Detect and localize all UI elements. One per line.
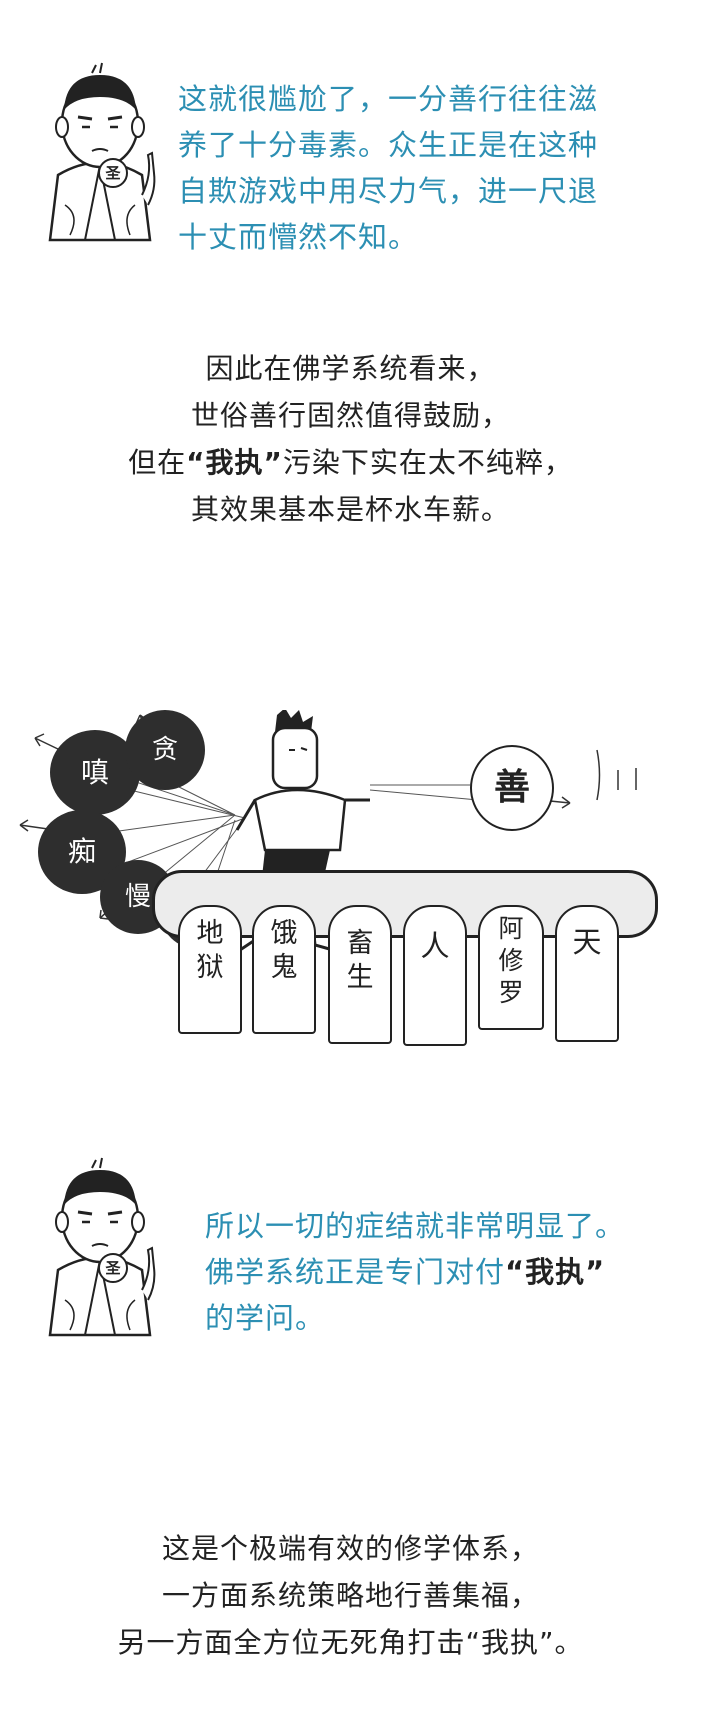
bold-term: “我执” <box>186 446 283 479</box>
monk-character-2 <box>30 1150 170 1340</box>
speech-line: 自欺游戏中用尽力气，进一尺退 <box>178 174 599 208</box>
tombstone-char: 地 <box>196 918 224 949</box>
speech-line: 所以一切的症结就非常明显了。 <box>205 1209 626 1243</box>
speech-line-2: 佛学系统正是专门对付“我执” <box>205 1249 685 1295</box>
tombstone-char: 饿 <box>270 918 298 949</box>
tombstone-char: 鬼 <box>270 952 298 983</box>
paragraph-line: 因此在佛学系统看来， <box>205 352 496 385</box>
paragraph-2: 这是个极端有效的修学体系， 一方面系统策略地行善集福， 另一方面全方位无死角打击… <box>0 1525 701 1666</box>
tombstone-char: 生 <box>346 962 374 993</box>
text-fragment: 但在 <box>128 446 187 479</box>
tombstone-char: 狱 <box>196 952 224 983</box>
tombstone-char: 修 <box>498 946 524 975</box>
paragraph-line: 一方面系统策略地行善集福， <box>161 1579 539 1612</box>
speech-text-2: 所以一切的症结就非常明显了。 佛学系统正是专门对付“我执” 的学问。 <box>205 1203 685 1341</box>
tombstone-char: 人 <box>420 929 450 963</box>
monk-badge-2: 圣 <box>98 1253 128 1283</box>
speech-text-1: 这就很尴尬了，一分善行往往滋 养了十分毒素。众生正是在这种 自欺游戏中用尽力气，… <box>178 76 658 260</box>
illustration-treadmill: 嗔 贪 痴 慢 疑 善 地 狱 饿 鬼 畜 生 人 阿 修 罗 天 <box>0 690 701 1130</box>
text-fragment: 佛学系统正是专门对付 <box>205 1255 506 1289</box>
paragraph-line: 其效果基本是杯水车薪。 <box>190 493 510 526</box>
text-fragment: 污染下实在太不纯粹， <box>282 446 573 479</box>
monk-badge-1: 圣 <box>98 158 128 188</box>
tombstone-hungry-ghost: 饿 鬼 <box>252 905 316 1034</box>
monk-character-1 <box>30 55 170 245</box>
tombstone-char: 阿 <box>498 914 524 943</box>
paragraph-line: 另一方面全方位无死角打击“我执”。 <box>117 1626 584 1659</box>
balloon-greed: 贪 <box>125 710 205 790</box>
tombstone-hell: 地 狱 <box>178 905 242 1034</box>
paragraph-line: 这是个极端有效的修学体系， <box>161 1532 539 1565</box>
bold-term: “我执” <box>505 1255 606 1289</box>
balloon-good: 善 <box>470 745 554 831</box>
speech-line: 养了十分毒素。众生正是在这种 <box>178 128 599 162</box>
tombstone-char: 天 <box>572 925 602 959</box>
speech-line: 这就很尴尬了，一分善行往往滋 <box>178 82 599 116</box>
paragraph-1: 因此在佛学系统看来， 世俗善行固然值得鼓励， 但在“我执”污染下实在太不纯粹， … <box>0 345 701 533</box>
tombstone-heaven: 天 <box>555 905 619 1042</box>
tombstone-human: 人 <box>403 905 467 1046</box>
tombstone-asura: 阿 修 罗 <box>478 905 544 1030</box>
paragraph-line-3: 但在“我执”污染下实在太不纯粹， <box>0 439 701 486</box>
speech-line: 十丈而懵然不知。 <box>178 220 419 254</box>
tombstone-char: 罗 <box>498 978 524 1007</box>
tombstone-animal: 畜 生 <box>328 905 392 1044</box>
tombstone-char: 畜 <box>346 928 374 959</box>
paragraph-line: 世俗善行固然值得鼓励， <box>190 399 510 432</box>
speech-line: 的学问。 <box>205 1301 326 1335</box>
